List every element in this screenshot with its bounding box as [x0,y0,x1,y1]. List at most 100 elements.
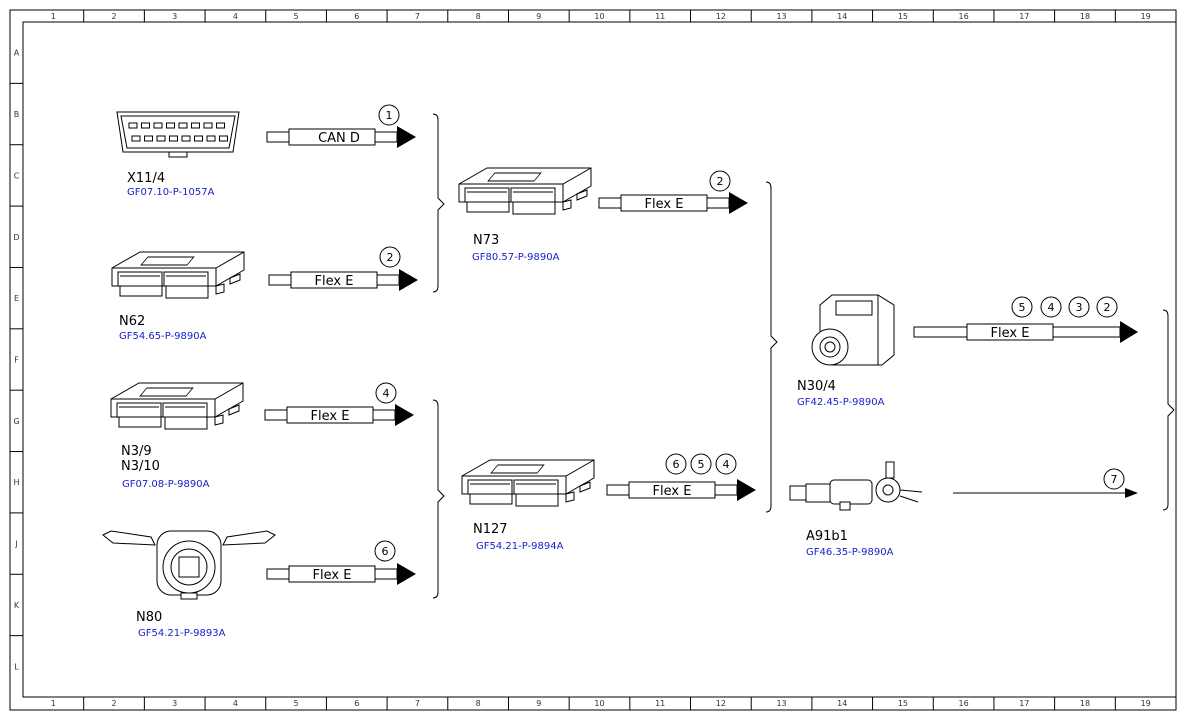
component-x11-4[interactable]: X11/4 GF07.10-P-1057A [116,111,240,198]
column-label: 16 [959,699,969,708]
column-label: 3 [172,699,177,708]
component-n73[interactable]: N73 GF80.57-P-9890A [458,167,592,263]
function-ref-link[interactable]: GF54.21-P-9894A [476,541,564,552]
svg-text:5: 5 [698,458,705,471]
connector-pin [144,135,153,142]
svg-text:2: 2 [387,251,394,264]
function-ref-link[interactable]: GF54.65-P-9890A [119,331,207,342]
bus-arrow-n80[interactable]: Flex E 6 [266,540,417,586]
component-name: X11/4 [127,171,165,186]
column-label: 12 [716,699,726,708]
function-ref-link[interactable]: GF07.08-P-9890A [122,479,210,490]
bus-arrow-n127[interactable]: Flex E 6 5 4 [606,453,757,502]
column-label: 2 [111,12,116,21]
row-label: G [13,417,19,426]
svg-text:6: 6 [382,545,389,558]
bus-arrow-n62[interactable]: Flex E 2 [268,246,419,292]
connector-pin [219,135,228,142]
function-ref-link[interactable]: GF80.57-P-9890A [472,252,560,263]
bus-label: Flex E [645,197,684,212]
component-n80[interactable]: N80 GF54.21-P-9893A [102,530,276,639]
connector-pin [128,122,138,129]
bus-arrow-n30[interactable]: Flex E 5 4 3 2 [913,296,1138,343]
circuit-marker: 4 [715,453,737,475]
circuit-marker: 1 [378,104,400,126]
component-name-secondary: N3/10 [121,459,160,474]
bus-label: Flex E [311,409,350,424]
column-label: 1 [51,12,56,21]
column-label: 6 [354,12,359,21]
column-label: 9 [536,12,541,21]
svg-text:1: 1 [386,109,393,122]
column-label: 1 [51,699,56,708]
group-brace-1 [432,113,445,293]
circuit-marker: 4 [1040,296,1062,318]
connector-pin [153,122,163,129]
esp-pump-icon [811,294,895,366]
bus-label: CAN D [318,131,360,146]
column-label: 14 [837,699,847,708]
connector-pin [203,122,213,129]
diagnostic-connector-icon [116,111,240,158]
svg-text:7: 7 [1111,473,1118,486]
column-label: 11 [655,12,665,21]
row-label: C [14,171,20,180]
control-unit-icon [110,382,244,430]
row-label: L [14,662,19,671]
column-label: 13 [776,699,786,708]
connector-pin [216,122,225,129]
group-brace-2 [432,399,445,599]
control-unit-icon [111,251,245,299]
bus-arrow-n3[interactable]: Flex E 4 [264,382,415,427]
connector-pin [141,122,150,129]
svg-text:2: 2 [717,175,724,188]
connector-pin [131,135,141,142]
column-label: 16 [959,12,969,21]
bus-arrow-n73[interactable]: Flex E 2 [598,170,749,215]
function-ref-link[interactable]: GF46.35-P-9890A [806,547,894,558]
component-n3-9[interactable]: N3/9 N3/10 GF07.08-P-9890A [110,382,244,490]
function-ref-link[interactable]: GF07.10-P-1057A [127,187,215,198]
steering-sensor-icon [789,461,923,511]
component-n127[interactable]: N127 GF54.21-P-9894A [461,459,595,552]
connector-pin [206,135,216,142]
column-label: 14 [837,12,847,21]
control-unit-icon [458,167,592,215]
row-label: J [14,540,17,549]
function-ref-link[interactable]: GF54.21-P-9893A [138,628,226,639]
column-label: 19 [1141,12,1151,21]
svg-text:2: 2 [1104,301,1111,314]
group-brace-4 [1162,309,1175,511]
column-label: 15 [898,699,908,708]
row-label: H [13,478,19,487]
connector-pin [181,135,191,142]
component-name: N80 [136,610,162,625]
column-label: 7 [415,699,420,708]
row-label: B [14,110,20,119]
component-name: N30/4 [797,379,836,394]
signal-line-a91b1[interactable]: 7 [953,468,1138,498]
circuit-marker: 2 [709,170,731,192]
circuit-marker: 2 [1096,296,1118,318]
circuit-marker: 2 [379,246,401,268]
svg-text:4: 4 [1048,301,1055,314]
component-a91b1[interactable]: A91b1 GF46.35-P-9890A [789,461,923,558]
column-label: 5 [294,12,299,21]
column-label: 13 [776,12,786,21]
connector-pin [191,122,200,129]
column-label: 17 [1019,699,1029,708]
row-label: D [13,233,19,242]
component-n30-4[interactable]: N30/4 GF42.45-P-9890A [797,294,895,408]
bus-arrow-x11[interactable]: CAN D 1 [266,104,417,149]
column-label: 10 [594,699,604,708]
component-name: N73 [473,233,499,248]
component-n62[interactable]: N62 GF54.65-P-9890A [111,251,245,342]
column-label: 7 [415,12,420,21]
function-ref-link[interactable]: GF42.45-P-9890A [797,397,885,408]
column-label: 18 [1080,699,1090,708]
connector-pin [169,135,178,142]
connector-pin [166,122,175,129]
column-label: 15 [898,12,908,21]
